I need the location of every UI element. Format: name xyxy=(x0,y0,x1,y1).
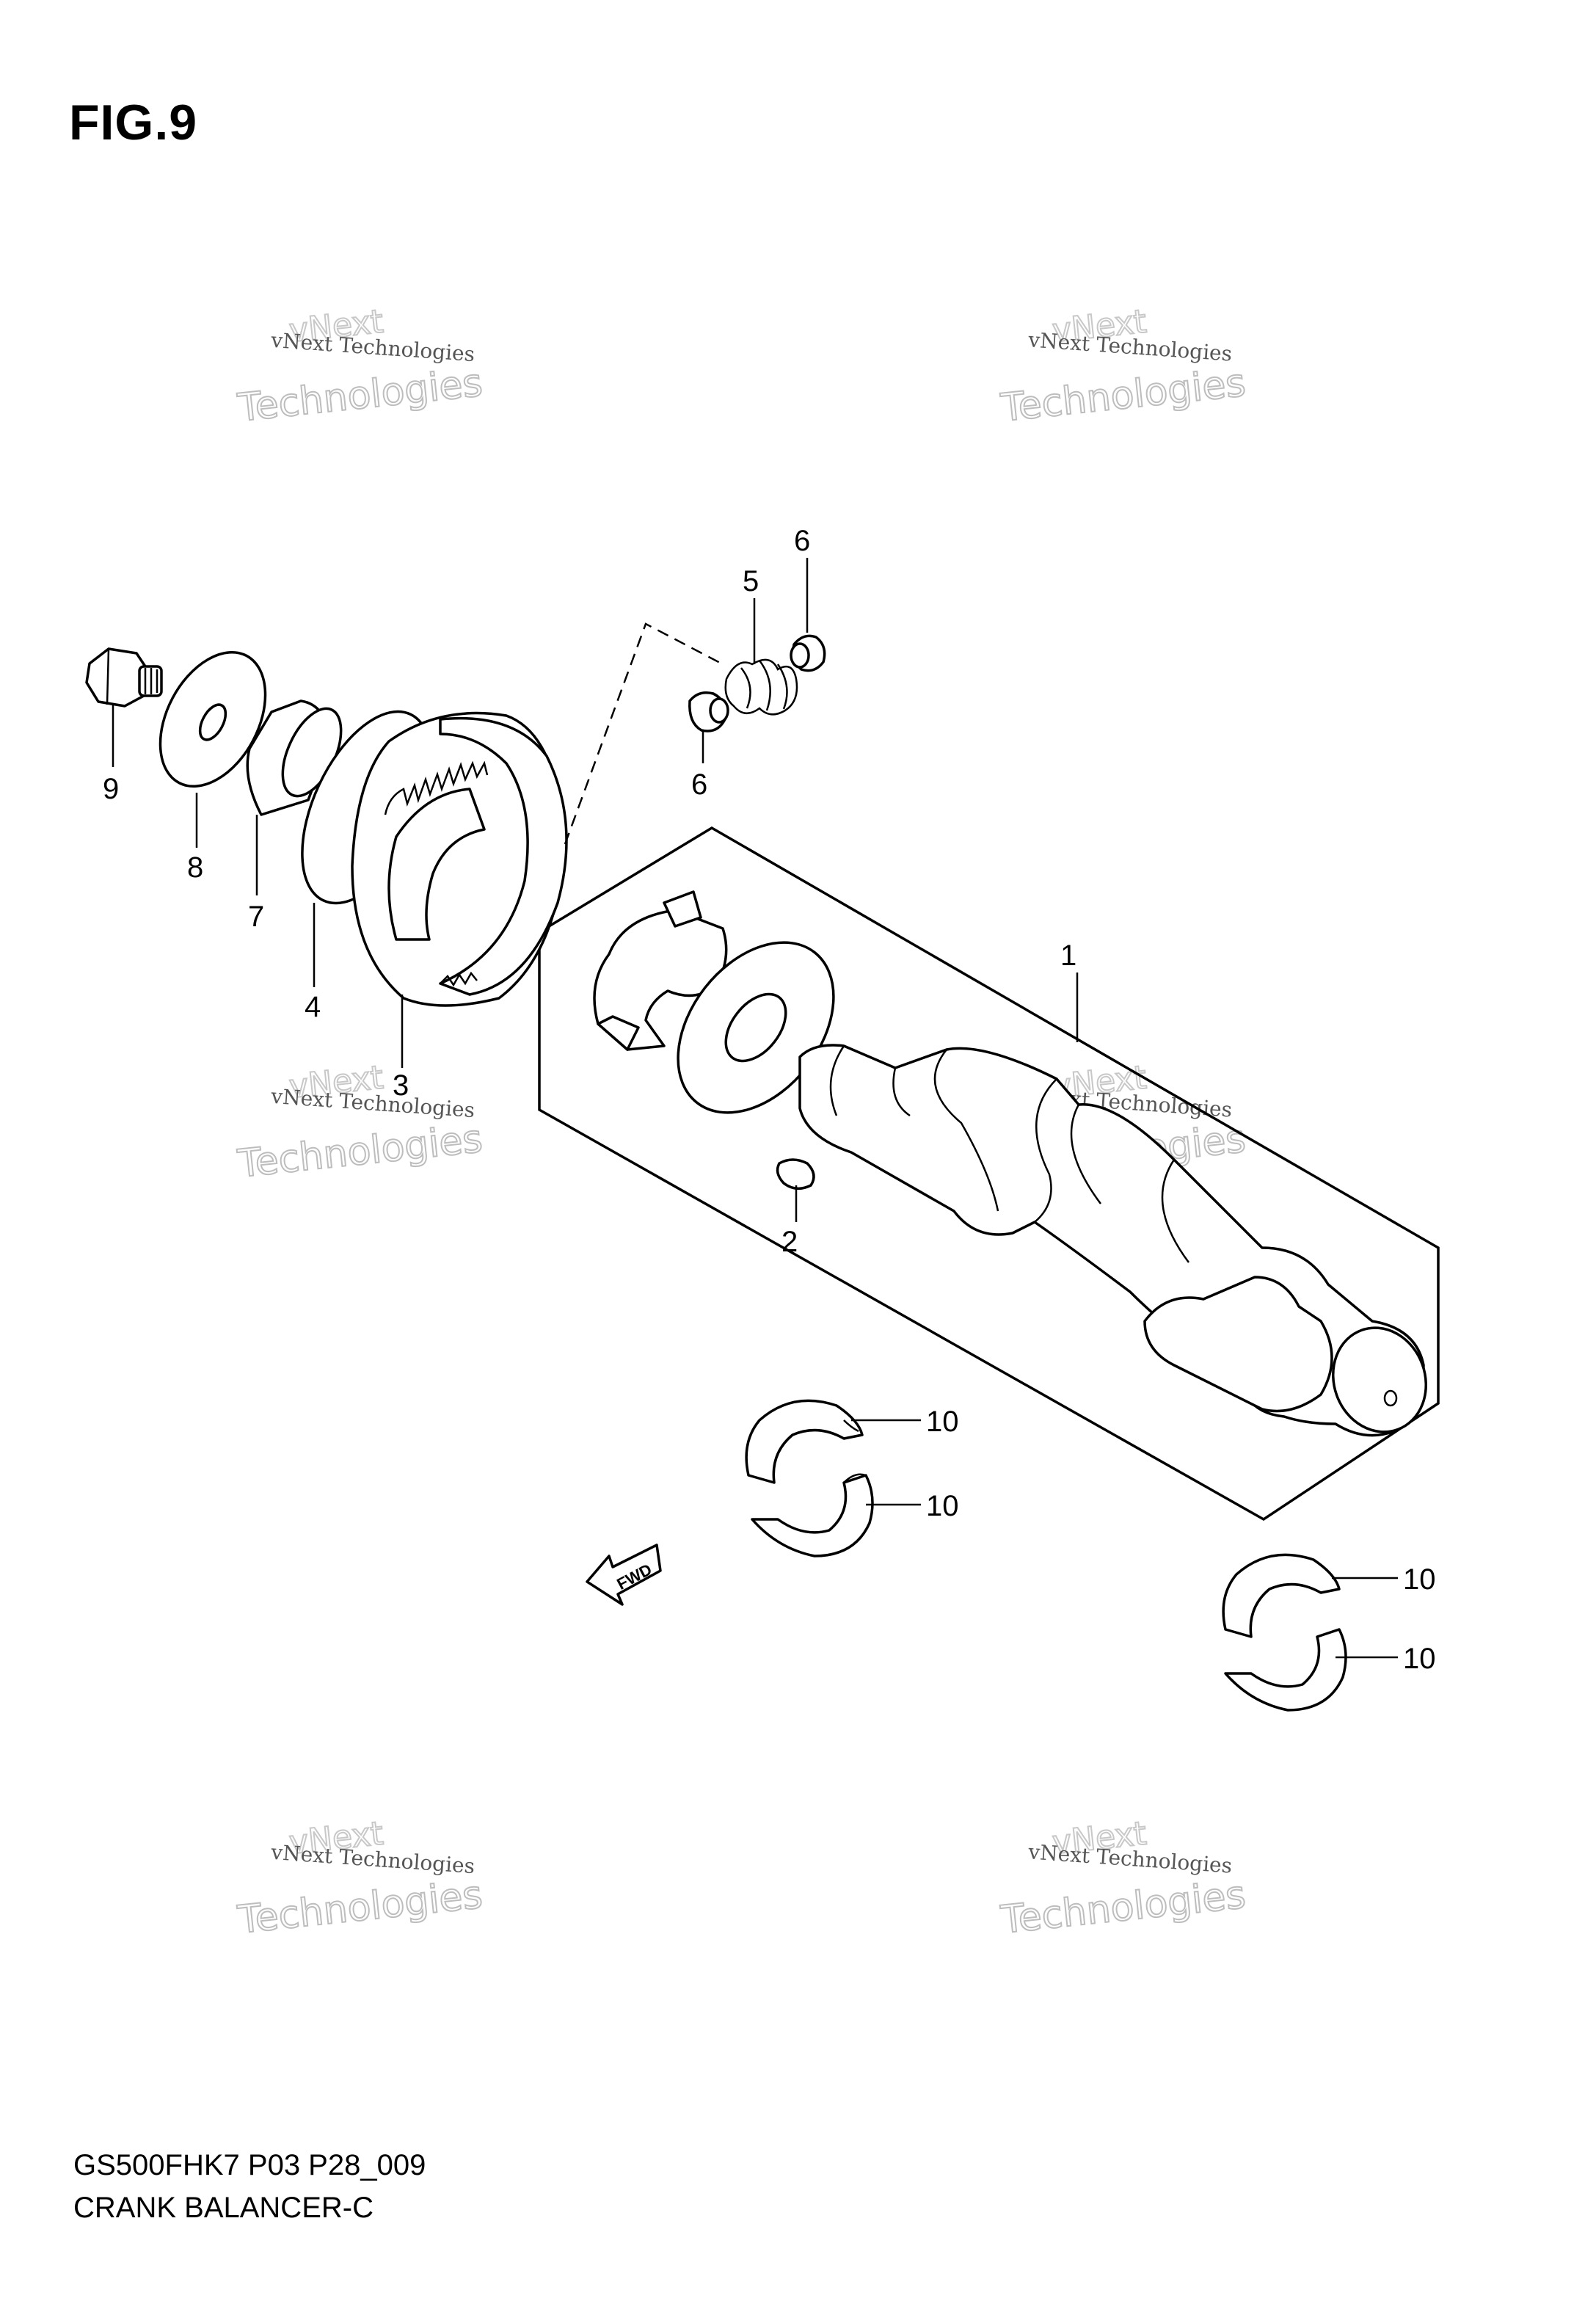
bolt-part-9 xyxy=(85,647,163,708)
callout-6-lower: 6 xyxy=(691,768,707,801)
callout-7: 7 xyxy=(248,901,264,933)
diagram-code: GS500FHK7 P03 P28_009 xyxy=(73,2149,426,2181)
callout-4: 4 xyxy=(305,991,321,1023)
callout-10-b: 10 xyxy=(926,1490,959,1522)
diagram-name: CRANK BALANCER-C xyxy=(73,2192,374,2224)
callout-10-a: 10 xyxy=(926,1406,959,1438)
callout-2: 2 xyxy=(781,1226,798,1258)
callout-5: 5 xyxy=(743,565,759,597)
forward-direction-arrow: FWD xyxy=(586,1544,662,1606)
key-part-2 xyxy=(776,1158,815,1190)
balancer-shaft-part-1 xyxy=(798,1044,1428,1437)
bearing-part-10-lower-right xyxy=(1224,1628,1347,1712)
callout-3: 3 xyxy=(393,1069,409,1102)
watermark-big-technologies: Technologies xyxy=(999,1873,1247,1943)
bearing-part-10-upper-right xyxy=(1222,1553,1341,1638)
callout-6-upper: 6 xyxy=(794,525,810,557)
assembly-dashed-line xyxy=(564,622,724,845)
watermark-big-technologies: Technologies xyxy=(236,1117,484,1187)
balancer-gear-part-3 xyxy=(351,711,568,1007)
spring-part-5 xyxy=(724,658,798,716)
pin-part-6-upper xyxy=(790,634,826,672)
callout-8: 8 xyxy=(187,851,203,884)
washer-part-8 xyxy=(158,650,267,788)
callout-1: 1 xyxy=(1060,939,1076,972)
watermark-big-technologies: Technologies xyxy=(999,361,1247,431)
watermark-big-technologies: Technologies xyxy=(236,1873,484,1943)
pin-part-6-lower xyxy=(688,691,729,733)
bearing-part-10-upper-left xyxy=(745,1399,864,1484)
balancer-coupling xyxy=(593,890,728,1051)
bearing-part-10-lower-left xyxy=(751,1473,874,1557)
watermark-big-technologies: Technologies xyxy=(236,361,484,431)
callout-9: 9 xyxy=(103,773,119,805)
figure-title: FIG.9 xyxy=(69,95,198,150)
assembly-box xyxy=(538,826,1440,1522)
callout-10-c: 10 xyxy=(1403,1563,1436,1596)
leader-lines xyxy=(112,558,1398,1659)
callout-10-d: 10 xyxy=(1403,1643,1436,1675)
